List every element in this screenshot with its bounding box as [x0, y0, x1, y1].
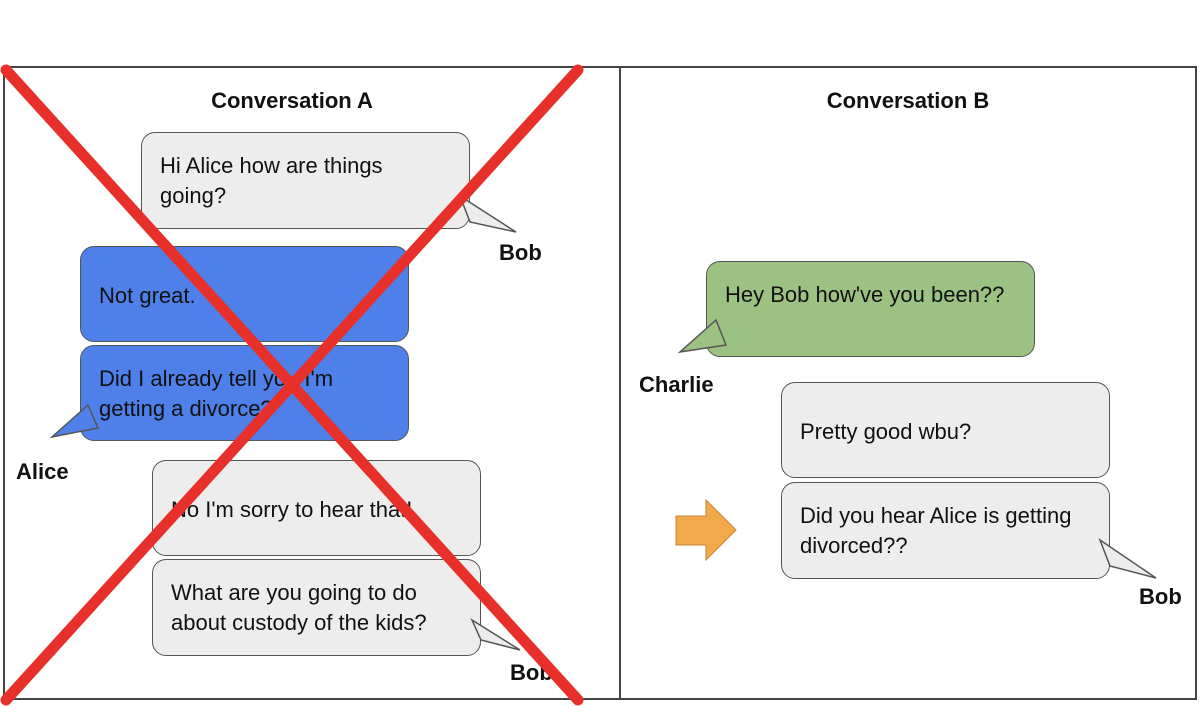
message-bubble: Hey Bob how've you been?? [706, 261, 1035, 357]
message-bubble: Pretty good wbu? [781, 382, 1110, 478]
conversation-a-title: Conversation A [211, 88, 373, 113]
message-bubble: What are you going to do about custody o… [152, 559, 481, 656]
message-text: Hi Alice how are things going? [160, 153, 383, 208]
speaker-label-charlie: Charlie [639, 372, 714, 397]
message-text: Did I already tell you I'm getting a div… [99, 366, 334, 421]
message-bubble: Did I already tell you I'm getting a div… [80, 345, 409, 441]
message-text: Not great. [99, 283, 196, 308]
message-text: Did you hear Alice is getting divorced?? [800, 503, 1072, 558]
message-text: No I'm sorry to hear that! [171, 497, 413, 522]
speaker-label-bob: Bob [1139, 584, 1182, 609]
message-bubble: Hi Alice how are things going? [141, 132, 470, 229]
speaker-label-bob: Bob [499, 240, 542, 265]
message-text: What are you going to do about custody o… [171, 580, 427, 635]
message-text: Hey Bob how've you been?? [725, 282, 1005, 307]
message-bubble: No I'm sorry to hear that! [152, 460, 481, 556]
message-text: Pretty good wbu? [800, 419, 972, 444]
message-bubble: Did you hear Alice is getting divorced?? [781, 482, 1110, 579]
conversation-b-title: Conversation B [826, 88, 990, 113]
message-bubble: Not great. [80, 246, 409, 342]
speaker-label-bob: Bob [510, 660, 553, 685]
speaker-label-alice: Alice [16, 459, 69, 484]
